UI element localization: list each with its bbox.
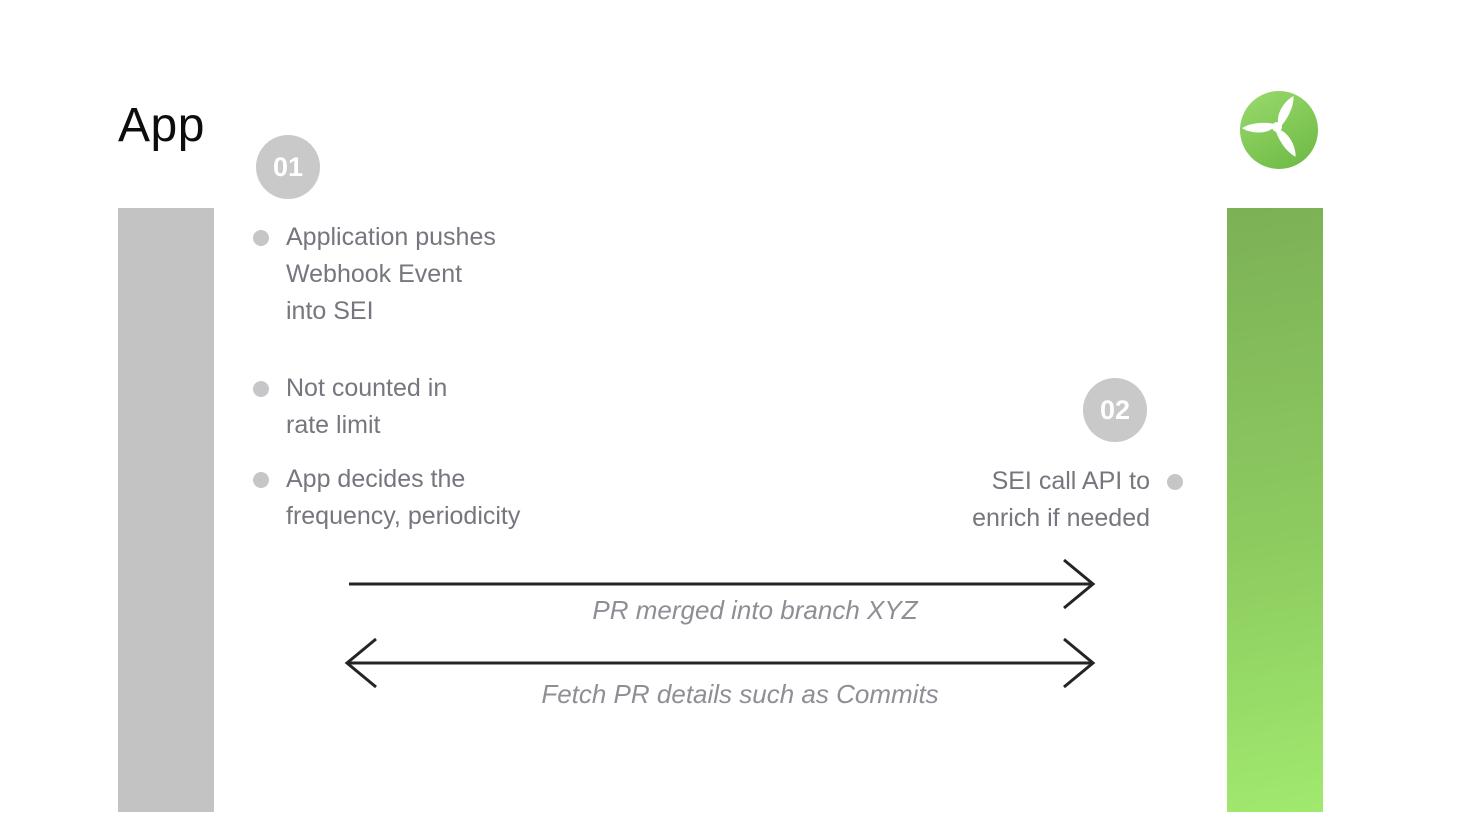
bullet-dot-icon	[253, 472, 269, 488]
bullet-line: Not counted in	[286, 374, 448, 402]
arrow-double-icon	[344, 637, 1096, 689]
bullet-text: SEI call API to enrich if needed	[943, 463, 1150, 537]
page-title: App	[118, 99, 205, 152]
turbine-logo	[1240, 91, 1318, 169]
bullet-line: rate limit	[286, 411, 381, 439]
bullet-line: Webhook Event	[286, 260, 463, 288]
step-badge-01-label: 01	[272, 151, 304, 182]
arrow-right-icon	[349, 558, 1096, 610]
bullet-text: Application pushes Webhook Event into SE…	[286, 219, 496, 330]
bullet-text: App decides the frequency, periodicity	[286, 461, 520, 535]
bullet-dot-icon	[1167, 474, 1183, 490]
bullet-line: into SEI	[286, 297, 374, 325]
arrow-label-fetch-pr: Fetch PR details such as Commits	[541, 679, 939, 709]
bullet-line: SEI call API to	[991, 467, 1150, 495]
bullet-item-rate-limit: Not counted in rate limit	[253, 370, 447, 444]
step-badge-01: 01	[256, 135, 320, 199]
app-column-bar	[118, 208, 214, 812]
step-badge-02-label: 02	[1099, 394, 1131, 425]
bullet-line: App decides the	[286, 465, 466, 493]
bullet-dot-icon	[253, 381, 269, 397]
turbine-icon	[1241, 96, 1296, 157]
bullet-dot-icon	[253, 230, 269, 246]
bullet-line: Application pushes	[286, 223, 496, 251]
sei-column-bar	[1227, 208, 1323, 812]
bullet-item-webhook: Application pushes Webhook Event into SE…	[253, 219, 496, 330]
step-badge-02: 02	[1083, 378, 1147, 442]
bullet-line: frequency, periodicity	[286, 502, 521, 530]
arrow-label-pr-merged: PR merged into branch XYZ	[592, 595, 918, 625]
bullet-item-sei-enrich: SEI call API to enrich if needed	[943, 463, 1183, 537]
bullet-item-frequency: App decides the frequency, periodicity	[253, 461, 520, 535]
bullet-text: Not counted in rate limit	[286, 370, 447, 444]
bullet-line: enrich if needed	[972, 504, 1150, 532]
